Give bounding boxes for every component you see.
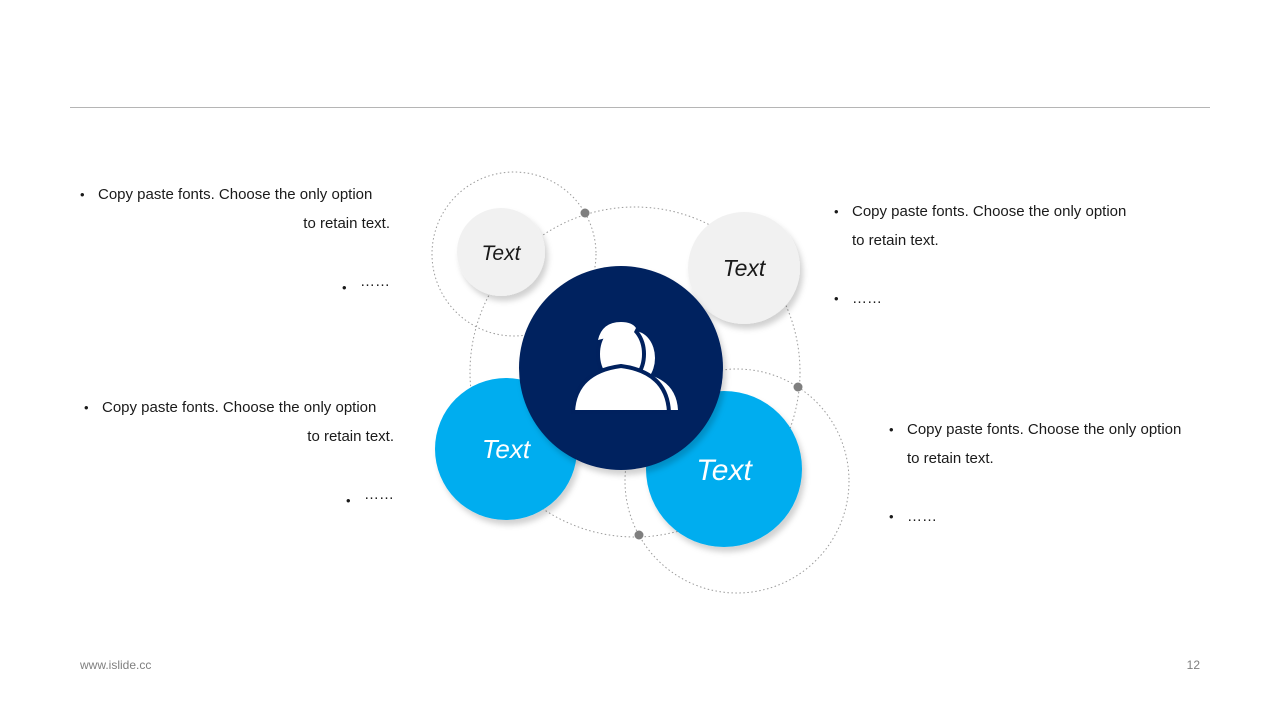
bullet-line-continued: to retain text. [303, 215, 390, 232]
orbit-node [580, 208, 590, 218]
header-divider [70, 107, 1210, 108]
circle-top-left [457, 208, 545, 296]
bullet-line-continued: to retain text. [307, 428, 394, 445]
orbit-ring-top-left [431, 171, 597, 337]
text-block-top-left: Copy paste fonts. Choose the only option… [80, 180, 390, 296]
bullet-line: Copy paste fonts. Choose the only option [84, 393, 394, 422]
circle-label: Text [482, 434, 532, 464]
footer-url: www.islide.cc [80, 658, 152, 672]
text-block-top-right: Copy paste fonts. Choose the only option… [834, 197, 1152, 313]
text-block-bottom-left: Copy paste fonts. Choose the only option… [84, 393, 394, 509]
bullet-ellipsis: …… [889, 502, 1207, 531]
orbit-node [634, 530, 644, 540]
group-of-people-icon [570, 322, 678, 414]
bullet-ellipsis: …… [102, 480, 394, 509]
circle-top-right [688, 212, 800, 324]
bullet-ellipsis: …… [98, 267, 390, 296]
text-block-bottom-right: Copy paste fonts. Choose the only option… [889, 415, 1207, 531]
page-number: 12 [1186, 658, 1200, 672]
orbit-node [793, 382, 803, 392]
circle-label: Text [482, 242, 522, 265]
bullet-line: Copy paste fonts. Choose the only option [80, 180, 390, 209]
ellipsis-text: …… [364, 486, 394, 503]
bullet-ellipsis: …… [834, 284, 1152, 313]
bullet-line-continued: to retain text. [852, 232, 939, 249]
circle-label: Text [696, 454, 753, 487]
bullet-line-continued: to retain text. [907, 450, 994, 467]
circle-label: Text [723, 255, 767, 281]
bullet-line: Copy paste fonts. Choose the only option [834, 197, 1152, 226]
ellipsis-text: …… [360, 273, 390, 290]
bullet-line: Copy paste fonts. Choose the only option [889, 415, 1207, 444]
orbit-ring-bottom-right [624, 368, 850, 594]
orbit-ring-main [469, 206, 801, 538]
